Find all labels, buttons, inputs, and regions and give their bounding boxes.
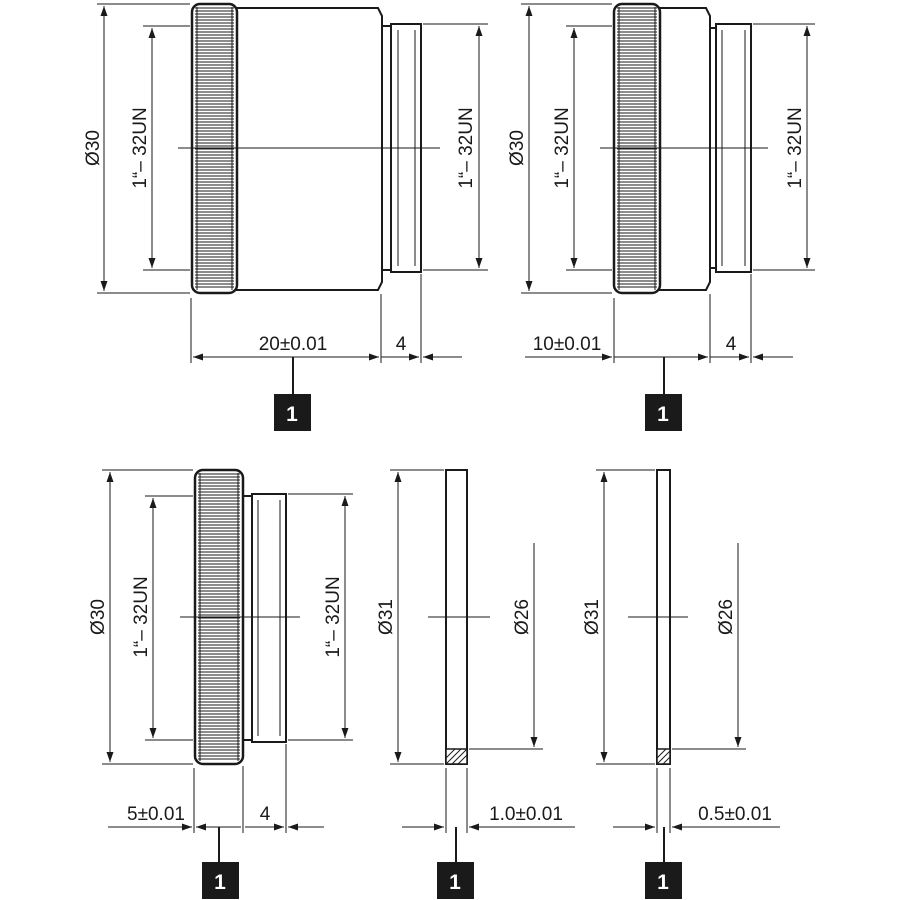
spacer-ring-0-5mm: Ø31 Ø26 0.5±0.01 1 xyxy=(582,469,780,899)
adapter-20mm: Ø30 1“– 32UN 1“– 32UN 20±0.01 4 1 xyxy=(83,2,488,431)
outer-diameter-label: Ø30 xyxy=(83,130,104,166)
length-label: 5±0.01 xyxy=(127,804,185,825)
outer-diameter-label: Ø30 xyxy=(88,599,109,635)
thread-left-label: 1“– 32UN xyxy=(131,576,152,657)
length-label: 10±0.01 xyxy=(533,334,602,355)
hatched-section xyxy=(656,748,671,765)
callout-badge-label: 1 xyxy=(286,403,298,426)
thread-length-label: 4 xyxy=(260,804,271,825)
thickness-label: 1.0±0.01 xyxy=(489,804,563,825)
thread-length-label: 4 xyxy=(396,334,407,355)
callout-badge-label: 1 xyxy=(449,871,461,894)
outer-diameter-label: Ø30 xyxy=(507,130,528,166)
thickness-label: 0.5±0.01 xyxy=(698,804,772,825)
thread-collar xyxy=(251,493,287,743)
adapter-10mm: Ø30 1“– 32UN 1“– 32UN 10±0.01 4 1 xyxy=(507,2,815,431)
length-label: 20±0.01 xyxy=(259,334,328,355)
thread-left-label: 1“– 32UN xyxy=(552,107,573,188)
hatched-section xyxy=(445,748,468,765)
inner-diameter-label: Ø26 xyxy=(716,599,737,635)
thread-right-label: 1“– 32UN xyxy=(456,107,477,188)
thread-right-label: 1“– 32UN xyxy=(785,107,806,188)
callout-badge-label: 1 xyxy=(214,871,226,894)
spacer-ring-1mm: Ø31 Ø26 1.0±0.01 1 xyxy=(376,469,575,899)
callout-badge xyxy=(645,862,682,899)
adapter-body xyxy=(235,7,383,291)
callout-badge xyxy=(645,394,682,431)
thread-right-label: 1“– 32UN xyxy=(323,576,344,657)
callout-badge xyxy=(202,862,239,899)
thread-length-label: 4 xyxy=(726,334,737,355)
adapter-5mm: Ø30 1“– 32UN 1“– 32UN 5±0.01 4 1 xyxy=(88,468,353,899)
callout-badge-label: 1 xyxy=(657,871,669,894)
callout-badge xyxy=(274,394,311,431)
outer-diameter-label: Ø31 xyxy=(582,599,603,635)
knurled-ring xyxy=(193,468,245,766)
callout-badge-label: 1 xyxy=(657,403,669,426)
knurled-ring xyxy=(190,2,239,295)
callout-badge xyxy=(437,862,474,899)
inner-diameter-label: Ø26 xyxy=(512,599,533,635)
adapter-body xyxy=(658,7,711,291)
outer-diameter-label: Ø31 xyxy=(376,599,397,635)
thread-left-label: 1“– 32UN xyxy=(130,107,151,188)
